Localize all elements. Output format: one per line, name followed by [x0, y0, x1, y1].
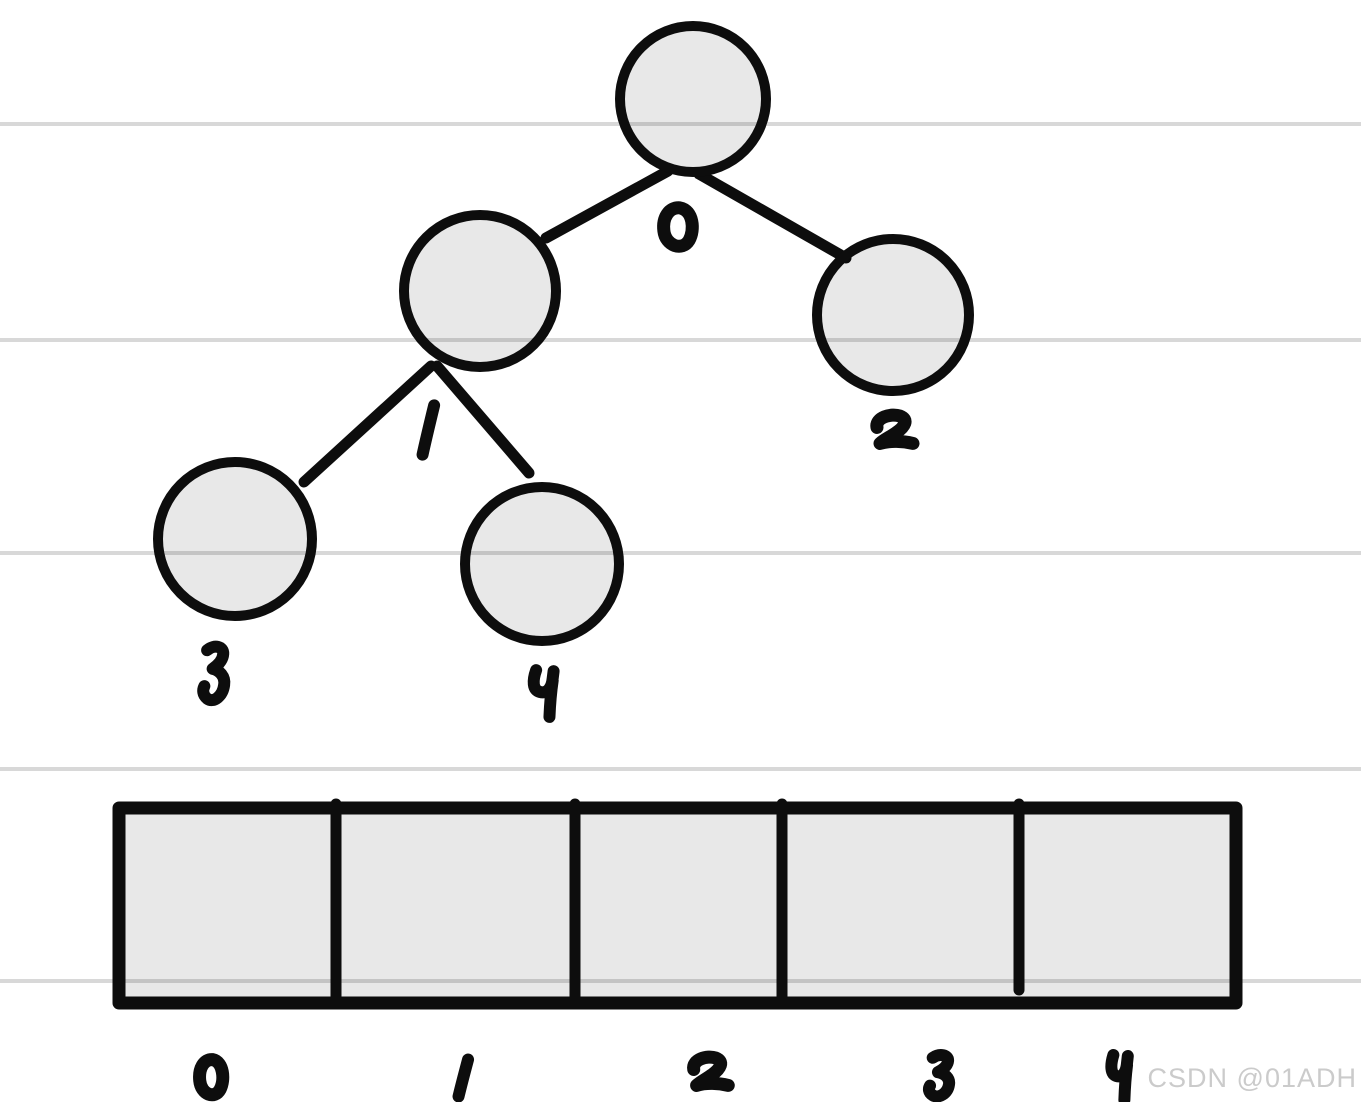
- watermark: CSDN @01ADH: [1147, 1063, 1357, 1093]
- tree-node-0: [615, 21, 771, 177]
- tree-edge-0-2: [693, 168, 852, 264]
- tree-edges: [298, 165, 852, 488]
- array-index-labels: [200, 1055, 1128, 1100]
- array-fill: [119, 808, 1236, 1003]
- tree-edge-1-4: [431, 360, 535, 479]
- tree-node-label-3: [203, 647, 224, 700]
- tree-node-label-0: [664, 208, 693, 246]
- tree-node-4: [460, 482, 624, 646]
- array-boxes: [112, 798, 1243, 1010]
- tree-node-label-4: [534, 670, 554, 717]
- tree-node-1: [399, 210, 561, 372]
- array-outline: [112, 801, 1243, 1010]
- tree-edge-1-3: [298, 360, 437, 488]
- tree-node-label-1: [423, 405, 435, 454]
- tree-node-2: [812, 234, 974, 396]
- tree-node-3: [153, 457, 317, 621]
- tree-edge-0-1: [540, 165, 674, 244]
- array-index-label-0: [200, 1060, 223, 1095]
- array-index-label-3: [929, 1055, 949, 1096]
- ruled-lines: [0, 122, 1361, 983]
- array-index-label-1: [459, 1060, 469, 1097]
- array-index-label-4: [1111, 1055, 1127, 1100]
- tree-node-label-2: [877, 415, 913, 443]
- tree-nodes: [153, 21, 974, 646]
- array-index-label-2: [694, 1057, 729, 1085]
- tree-node-labels: [203, 208, 913, 717]
